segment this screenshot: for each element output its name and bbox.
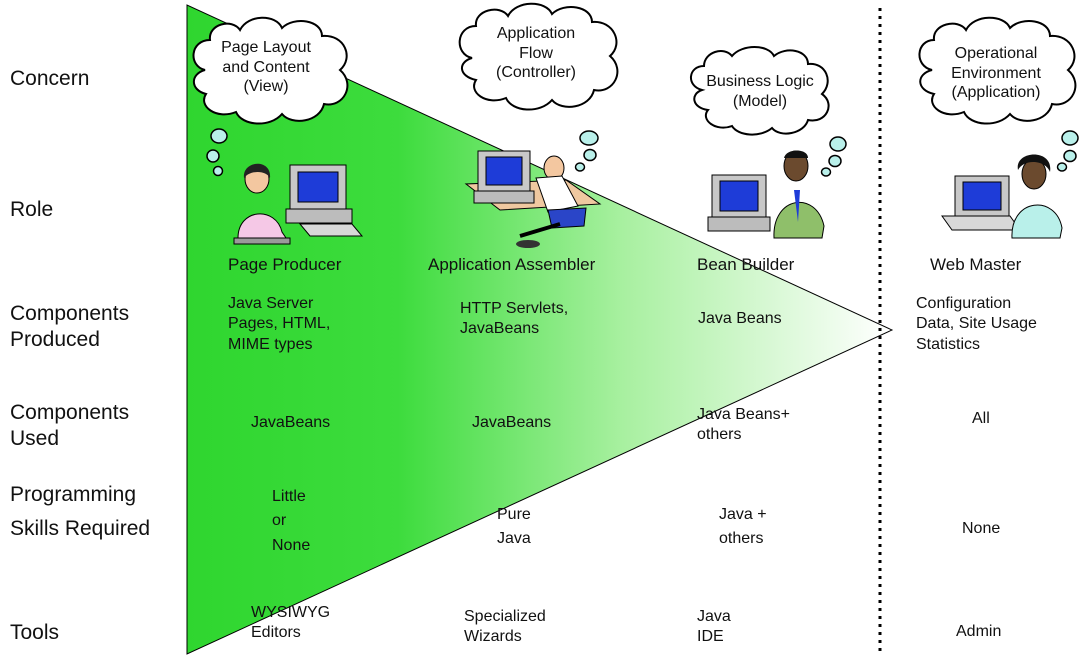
cell-line: JavaBeans <box>460 320 540 338</box>
cloud-view-text: Page Layout and Content (View) <box>196 38 336 97</box>
cell-line: Java Beans+ <box>697 406 790 423</box>
cell-line: Java + <box>719 506 767 523</box>
cloud-application-line: (Application) <box>951 84 1041 102</box>
cell-line: JavaBeans <box>472 414 552 431</box>
produced-application-assembler: HTTP Servlets, JavaBeans <box>460 299 568 340</box>
cell-line: None <box>962 520 1001 537</box>
cell-line: WYSIWYG <box>251 604 331 621</box>
cell-line: JavaBeans <box>251 414 331 431</box>
tools-web-master: Admin <box>956 622 1001 642</box>
cell-line: Editors <box>251 624 301 642</box>
row-label-produced-line1: Components <box>10 302 130 325</box>
cell-line: Specialized <box>464 608 546 625</box>
cell-line: Configuration <box>916 295 1012 312</box>
cell-line: or <box>272 512 287 530</box>
cloud-view-line: (View) <box>243 78 289 96</box>
used-web-master: All <box>972 409 990 429</box>
row-label-used: Components Used <box>10 400 129 453</box>
cell-line: others <box>719 530 764 548</box>
thought-bubbles-view <box>206 128 228 177</box>
row-label-produced-line2: Produced <box>10 328 100 352</box>
cloud-application-text: Operational Environment (Application) <box>926 44 1066 103</box>
row-label-role: Role <box>10 198 54 221</box>
cell-line: Data, Site Usage <box>916 315 1037 333</box>
thought-bubbles-application <box>1056 130 1079 172</box>
thought-bubbles-model <box>820 136 847 177</box>
tools-application-assembler: Specialized Wizards <box>464 607 546 648</box>
used-application-assembler: JavaBeans <box>472 413 551 433</box>
role-page-producer: Page Producer <box>228 255 342 274</box>
cloud-model <box>690 46 830 136</box>
cloud-controller-line: (Controller) <box>495 64 576 82</box>
cloud-application-line: Environment <box>951 64 1041 82</box>
used-page-producer: JavaBeans <box>251 413 330 433</box>
cell-line: Wizards <box>464 628 522 646</box>
cell-line: others <box>697 426 742 444</box>
cloud-model-text: Business Logic (Model) <box>694 72 826 111</box>
produced-page-producer: Java Server Pages, HTML, MIME types <box>228 294 330 355</box>
row-label-produced: Components Produced <box>10 301 129 354</box>
skills-page-producer: Little or None <box>272 487 310 556</box>
role-web-master: Web Master <box>930 255 1022 274</box>
page-producer-illustration <box>233 163 364 245</box>
cell-line: Admin <box>956 623 1002 640</box>
produced-web-master: Configuration Data, Site Usage Statistic… <box>916 294 1037 355</box>
cell-line: Java Server <box>228 295 314 312</box>
row-label-skills-line1: Programming <box>10 483 137 506</box>
role-application-assembler: Application Assembler <box>428 255 596 274</box>
cloud-view <box>192 16 349 125</box>
cloud-model-line: (Model) <box>732 92 788 110</box>
cell-line: HTTP Servlets, <box>460 300 569 317</box>
produced-bean-builder: Java Beans <box>698 309 782 329</box>
cell-line: MIME types <box>228 335 313 353</box>
cell-line: All <box>972 410 990 427</box>
cell-line: Java <box>697 608 731 625</box>
row-label-skills: Programming Skills Required <box>10 482 150 543</box>
skills-web-master: None <box>962 519 1000 539</box>
thought-bubbles-controller <box>574 130 599 172</box>
row-label-used-line2: Used <box>10 427 60 451</box>
cell-line: Pure <box>497 506 531 523</box>
cloud-controller-line: Application <box>496 25 576 42</box>
row-label-used-line1: Components <box>10 401 130 424</box>
cloud-model-line: Business Logic <box>706 73 814 90</box>
tools-page-producer: WYSIWYG Editors <box>251 603 330 644</box>
row-label-concern: Concern <box>10 67 90 90</box>
cell-line: Java Beans <box>698 310 782 327</box>
cloud-application-line: Operational <box>954 45 1038 62</box>
cell-line: Little <box>272 488 306 505</box>
skills-bean-builder: Java + others <box>719 505 767 550</box>
cloud-controller-line: Flow <box>519 44 553 62</box>
cloud-controller-text: Application Flow (Controller) <box>466 24 606 83</box>
cloud-view-line: and Content <box>222 58 310 76</box>
cell-line: Statistics <box>916 335 981 353</box>
role-bean-builder: Bean Builder <box>697 255 795 274</box>
cell-line: Java <box>497 530 531 548</box>
row-label-tools: Tools <box>10 621 60 644</box>
skills-application-assembler: Pure Java <box>497 505 531 550</box>
tools-bean-builder: Java IDE <box>697 607 731 648</box>
cloud-view-line: Page Layout <box>221 39 311 56</box>
cell-line: IDE <box>697 628 724 646</box>
used-bean-builder: Java Beans+ others <box>697 405 790 446</box>
cell-line: Pages, HTML, <box>228 315 331 333</box>
application-assembler-illustration <box>464 150 602 248</box>
cloud-application <box>918 16 1077 125</box>
row-label-skills-line2: Skills Required <box>10 517 151 541</box>
role-triangle <box>186 4 894 655</box>
bean-builder-illustration <box>707 150 825 239</box>
cloud-controller <box>458 2 619 111</box>
web-master-illustration <box>941 154 1063 239</box>
cell-line: None <box>272 536 311 554</box>
